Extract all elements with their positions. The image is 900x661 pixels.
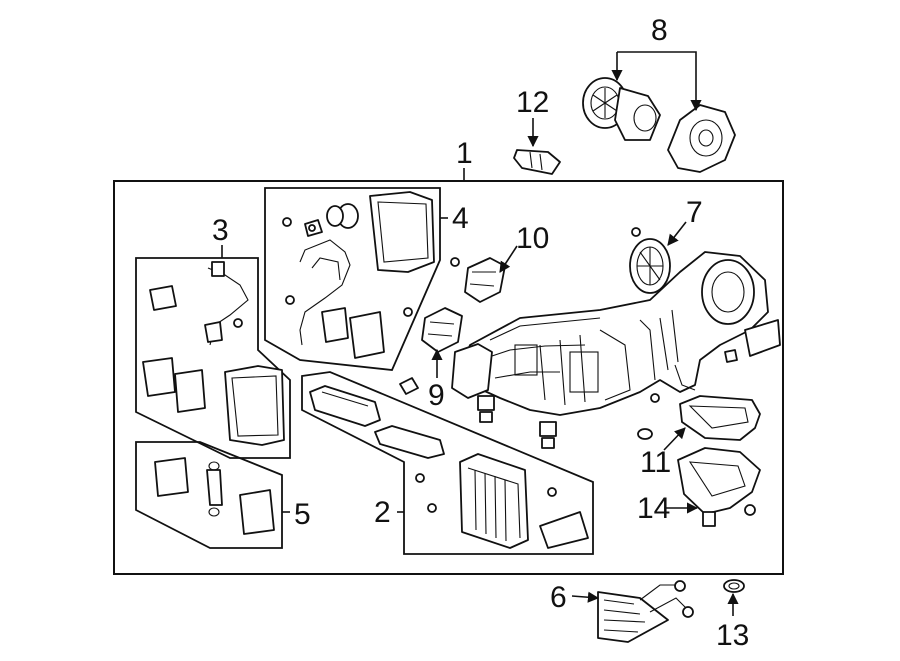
actuator-9 xyxy=(403,307,463,353)
kit-3-parts xyxy=(142,261,285,446)
kit-4-frame xyxy=(264,187,441,371)
callout-3: 3 xyxy=(212,214,229,247)
kit-2-parts xyxy=(309,385,589,549)
callout-5: 5 xyxy=(294,498,311,531)
callout-12: 12 xyxy=(516,86,549,119)
callout-1: 1 xyxy=(456,137,473,170)
callout-7: 7 xyxy=(686,196,703,229)
tray-11 xyxy=(637,395,761,441)
connector-12 xyxy=(513,149,561,175)
leader-lines xyxy=(221,51,739,616)
grommet-13 xyxy=(723,579,745,593)
callout-14: 14 xyxy=(637,492,670,525)
callout-2: 2 xyxy=(374,496,391,529)
fan-guard-7 xyxy=(629,227,671,294)
main-assembly-frame xyxy=(113,180,784,575)
hvac-housing-1 xyxy=(399,251,781,449)
blower-motor-8 xyxy=(582,77,736,173)
callout-8: 8 xyxy=(651,14,668,47)
callout-13: 13 xyxy=(716,619,749,652)
heater-core-6 xyxy=(597,580,694,643)
kit-5-parts xyxy=(154,457,275,535)
callout-4: 4 xyxy=(452,202,469,235)
actuator-10 xyxy=(450,257,506,303)
case-14 xyxy=(677,447,761,527)
callout-6: 6 xyxy=(550,581,567,614)
kit-5-frame xyxy=(135,441,283,549)
kit-4-parts xyxy=(282,191,435,359)
callout-9: 9 xyxy=(428,379,445,412)
callout-11: 11 xyxy=(640,446,671,479)
callout-10: 10 xyxy=(516,222,549,255)
kit-2-frame xyxy=(301,371,594,555)
kit-3-frame xyxy=(135,257,291,459)
